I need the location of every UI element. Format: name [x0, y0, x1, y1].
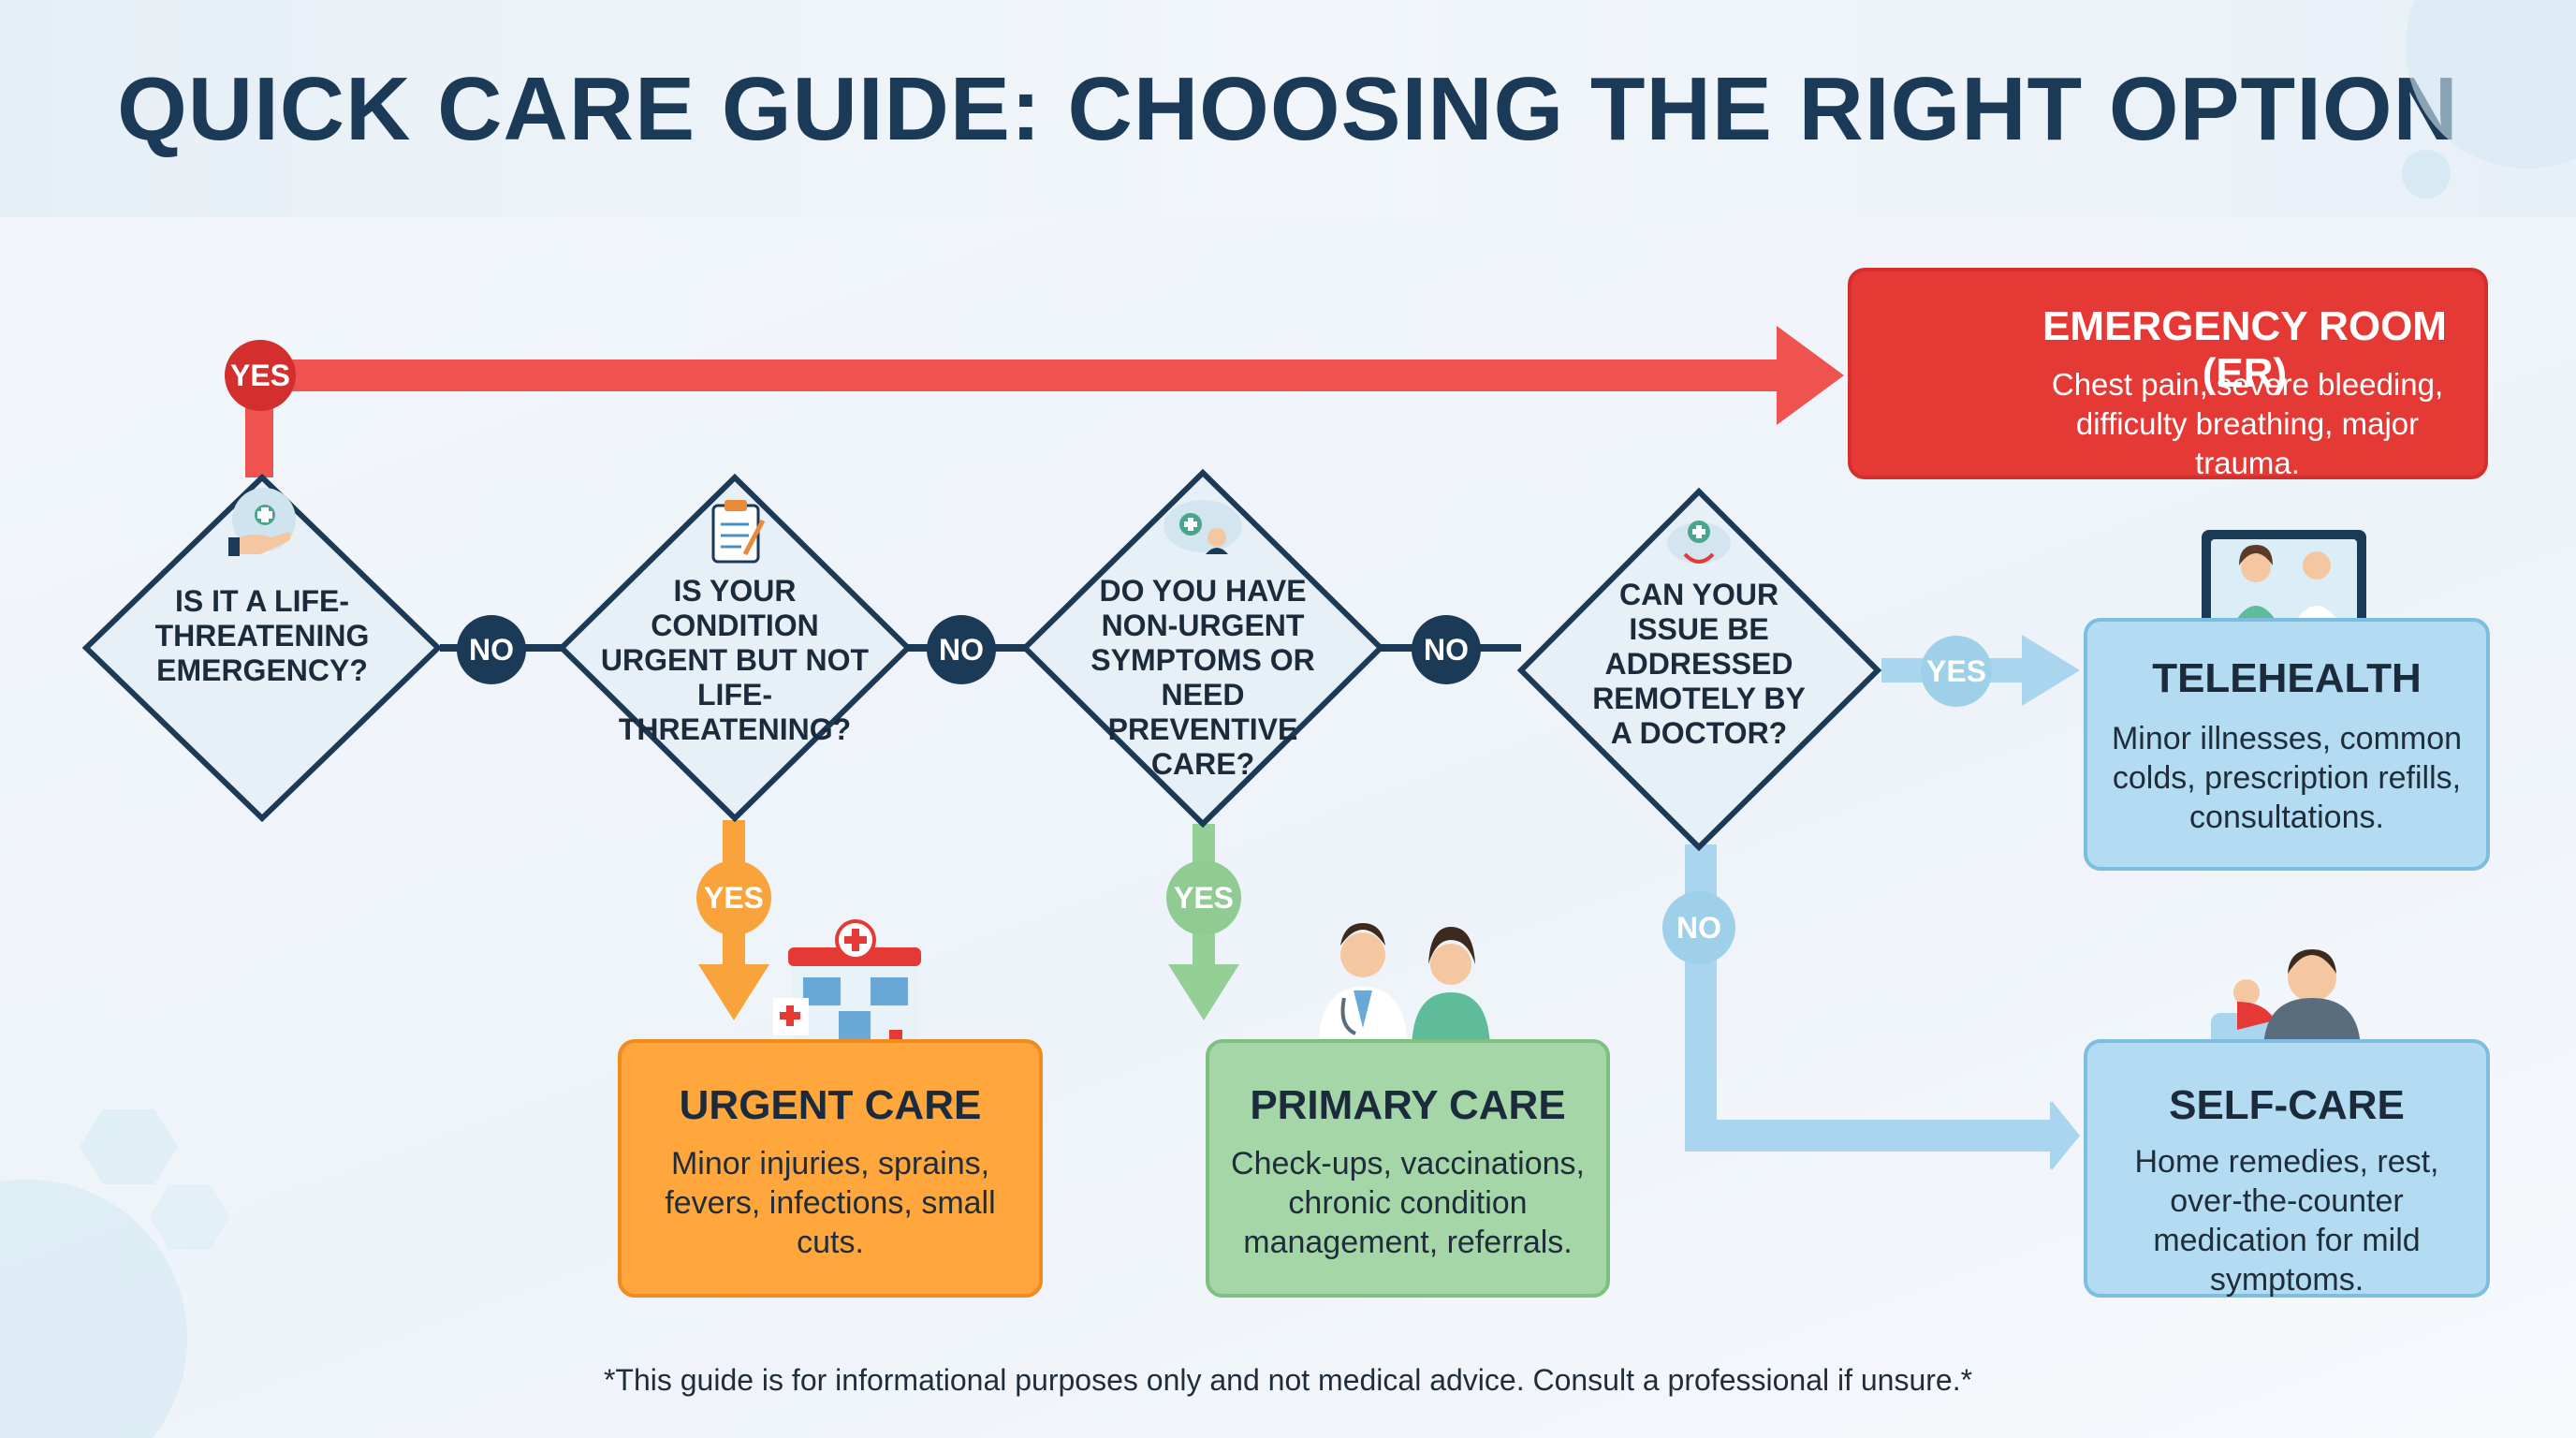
option-self-care: SELF-CARE Home remedies, rest, over-the-… [2084, 1039, 2490, 1298]
decor-circle [0, 1180, 187, 1438]
option-primary-desc: Check-ups, vaccinations, chronic conditi… [1231, 1146, 1585, 1260]
option-emergency-room: EMERGENCY ROOM (ER) Chest pain, severe b… [1848, 268, 2488, 480]
medical-cross-hand-icon [228, 488, 296, 556]
option-urgent-title: URGENT CARE [679, 1082, 982, 1128]
badge-no-3: NO [1412, 615, 1481, 684]
option-telehealth-desc: Minor illnesses, common colds, prescript… [2111, 721, 2463, 835]
doctor-cloud-icon [1164, 500, 1242, 554]
option-telehealth: TELEHEALTH Minor illnesses, common colds… [2084, 618, 2490, 871]
badge-yes-urgent: YES [696, 860, 771, 935]
disclaimer-footer: *This guide is for informational purpose… [603, 1363, 1973, 1397]
decision-2-text: IS YOUR CONDITION URGENT BUT NOT LIFE-TH… [600, 574, 870, 746]
page-title: QUICK CARE GUIDE: CHOOSING THE RIGHT OPT… [117, 59, 2459, 159]
clinic-building-icon [773, 919, 921, 1056]
option-primary-care: PRIMARY CARE Check-ups, vaccinations, ch… [1206, 1039, 1610, 1298]
clipboard-icon [711, 500, 766, 564]
decor-hexagon [80, 1109, 178, 1184]
badge-no-2: NO [927, 615, 996, 684]
badge-yes-primary: YES [1166, 860, 1241, 935]
remote-doctor-icon [1667, 521, 1731, 564]
option-urgent-care: URGENT CARE Minor injuries, sprains, fev… [618, 1039, 1043, 1298]
option-selfcare-desc: Home remedies, rest, over-the-counter me… [2134, 1144, 2439, 1298]
option-urgent-desc: Minor injuries, sprains, fevers, infecti… [665, 1146, 996, 1260]
option-er-desc: Chest pain, severe bleeding, difficulty … [2051, 367, 2444, 480]
badge-yes-telehealth: YES [1921, 636, 1992, 707]
decor-hexagon [150, 1184, 229, 1250]
badge-no-selfcare: NO [1662, 891, 1735, 964]
arrow-yes-er [245, 326, 1844, 477]
decor-circle [2402, 150, 2451, 198]
header-band [0, 0, 2576, 217]
decision-4-text: CAN YOUR ISSUE BE ADDRESSED REMOTELY BY … [1592, 578, 1806, 750]
person-resting-icon [2211, 949, 2361, 1052]
arrow-no-selfcare [1685, 844, 2080, 1170]
decision-diamond-1 [81, 473, 443, 823]
option-primary-title: PRIMARY CARE [1250, 1082, 1566, 1128]
decision-diamond-3 [1020, 468, 1385, 829]
option-telehealth-title: TELEHEALTH [2152, 655, 2422, 701]
option-er-title: EMERGENCY ROOM (ER) [2042, 303, 2447, 396]
video-call-doctors-icon [2202, 530, 2366, 638]
decision-1-text: IS IT A LIFE-THREATENING EMERGENCY? [154, 584, 370, 687]
decor-circle [2406, 0, 2576, 169]
decision-diamond-4 [1516, 487, 1882, 852]
decision-diamond-2 [557, 473, 913, 823]
badge-yes-er: YES [225, 340, 296, 411]
decision-3-text: DO YOU HAVE NON-URGENT SYMPTOMS OR NEED … [1090, 574, 1315, 781]
badge-no-1: NO [457, 615, 526, 684]
doctor-and-nurse-icon [1318, 923, 1490, 1052]
option-selfcare-title: SELF-CARE [2169, 1082, 2405, 1128]
